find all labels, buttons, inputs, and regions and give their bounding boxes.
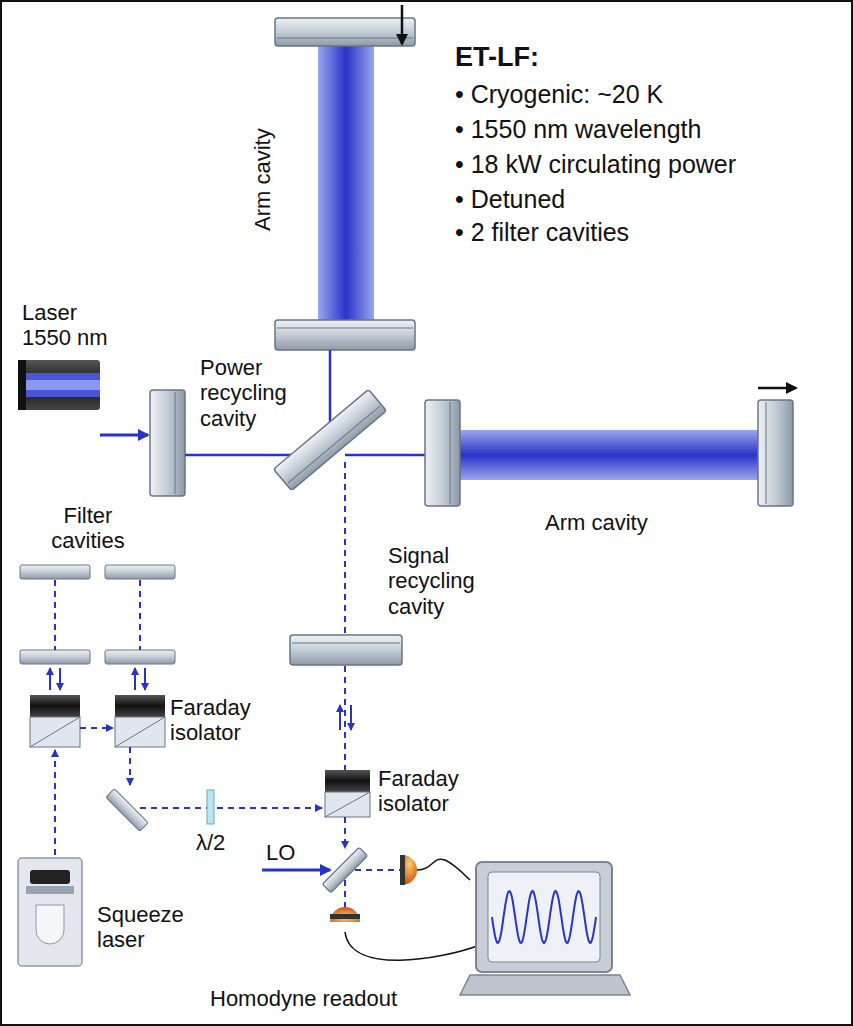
- component-label: • 18 kW circulating power: [455, 150, 736, 179]
- component-label: Arm cavity: [545, 510, 648, 535]
- component-label: λ/2: [196, 830, 225, 855]
- component-label: • 2 filter cavities: [455, 218, 629, 247]
- component-label: Squeeze laser: [97, 902, 192, 953]
- component-label: Power recycling cavity: [200, 355, 300, 431]
- component-label: Faraday isolator: [170, 695, 280, 746]
- component-label: Arm cavity: [249, 129, 274, 232]
- component-label: Signal recycling cavity: [388, 543, 498, 619]
- component-label: Faraday isolator: [378, 766, 488, 817]
- panel-title: ET-LF:: [455, 42, 539, 73]
- component-label: • Detuned: [455, 185, 565, 214]
- component-label: Filter cavities: [28, 503, 148, 554]
- component-label: • 1550 nm wavelength: [455, 115, 701, 144]
- component-label: Homodyne readout: [210, 986, 397, 1011]
- component-label: LO: [266, 840, 295, 865]
- component-label: • Cryogenic: ~20 K: [455, 80, 663, 109]
- component-label: Laser 1550 nm: [22, 300, 117, 351]
